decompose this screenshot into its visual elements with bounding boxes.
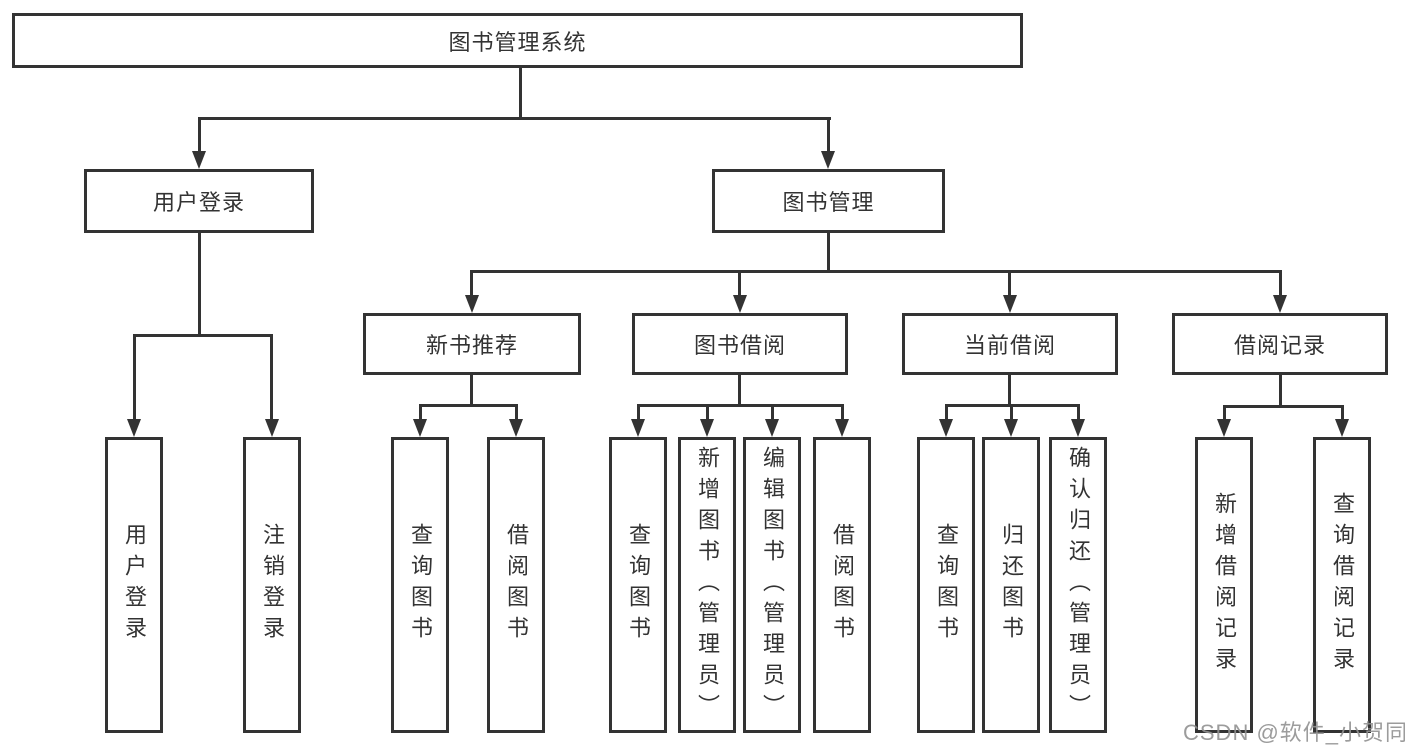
connector-line xyxy=(471,270,1282,273)
connector-line xyxy=(419,404,422,421)
arrow-down-icon xyxy=(765,419,779,437)
arrow-down-icon xyxy=(1217,419,1231,437)
arrow-down-icon xyxy=(1335,419,1349,437)
connector-line xyxy=(133,334,136,421)
arrow-down-icon xyxy=(413,419,427,437)
arrow-down-icon xyxy=(1003,295,1017,313)
node-borrow-books-recommend: 借阅图书 xyxy=(487,437,545,733)
node-label: 借阅记录 xyxy=(1233,333,1326,358)
node-current-borrowing: 当前借阅 xyxy=(902,313,1118,375)
node-new-book-recommend: 新书推荐 xyxy=(363,313,581,375)
node-label: 新书推荐 xyxy=(425,333,518,358)
connector-line xyxy=(637,404,640,421)
node-confirm-return-admin: 确认归还（管理员） xyxy=(1049,437,1107,733)
connector-line xyxy=(827,233,830,271)
node-label: 借阅图书 xyxy=(830,523,855,647)
connector-line xyxy=(841,404,844,421)
node-query-books-borrowing: 查询图书 xyxy=(609,437,667,733)
node-label: 新增图书（管理员） xyxy=(695,445,720,725)
node-borrowing-records: 借阅记录 xyxy=(1172,313,1388,375)
node-label: 查询图书 xyxy=(408,523,433,647)
connector-line xyxy=(133,334,273,337)
arrow-down-icon xyxy=(127,419,141,437)
node-label: 借阅图书 xyxy=(504,523,529,647)
connector-line xyxy=(1077,404,1080,421)
connector-line xyxy=(1279,270,1282,297)
arrow-down-icon xyxy=(1273,295,1287,313)
arrow-down-icon xyxy=(1004,419,1018,437)
arrow-down-icon xyxy=(465,295,479,313)
node-user-login-leaf: 用户登录 xyxy=(105,437,163,733)
connector-line xyxy=(470,375,473,406)
connector-line xyxy=(1223,405,1344,408)
node-label: 确认归还（管理员） xyxy=(1066,445,1091,725)
arrow-down-icon xyxy=(700,419,714,437)
arrow-down-icon xyxy=(631,419,645,437)
connector-line xyxy=(1223,405,1226,421)
arrow-down-icon xyxy=(192,151,206,169)
node-book-management: 图书管理 xyxy=(712,169,945,233)
connector-line xyxy=(1279,375,1282,407)
connector-line xyxy=(738,270,741,297)
connector-line xyxy=(198,117,201,153)
connector-line xyxy=(1008,270,1011,297)
connector-line xyxy=(827,117,830,153)
node-borrow-books: 借阅图书 xyxy=(813,437,871,733)
connector-line xyxy=(1010,404,1013,421)
connector-line xyxy=(738,375,741,406)
node-logout: 注销登录 xyxy=(243,437,301,733)
node-edit-book-admin: 编辑图书（管理员） xyxy=(743,437,801,733)
arrow-down-icon xyxy=(1071,419,1085,437)
connector-line xyxy=(470,270,473,297)
node-user-login: 用户登录 xyxy=(84,169,314,233)
node-label: 查询图书 xyxy=(626,523,651,647)
node-root-library-system: 图书管理系统 xyxy=(12,13,1023,68)
connector-line xyxy=(419,404,518,407)
node-label: 查询借阅记录 xyxy=(1330,492,1355,678)
node-query-books-current: 查询图书 xyxy=(917,437,975,733)
arrow-down-icon xyxy=(835,419,849,437)
connector-line xyxy=(198,233,201,335)
connector-line xyxy=(515,404,518,421)
connector-line xyxy=(945,404,948,421)
node-label: 注销登录 xyxy=(260,523,285,647)
node-label: 用户登录 xyxy=(152,190,245,215)
node-label: 新增借阅记录 xyxy=(1212,492,1237,678)
node-label: 归还图书 xyxy=(999,523,1024,647)
node-label: 编辑图书（管理员） xyxy=(760,445,785,725)
connector-line xyxy=(519,67,522,118)
node-book-borrowing: 图书借阅 xyxy=(632,313,848,375)
arrow-down-icon xyxy=(733,295,747,313)
node-query-books-recommend: 查询图书 xyxy=(391,437,449,733)
connector-line xyxy=(771,404,774,421)
arrow-down-icon xyxy=(939,419,953,437)
connector-line xyxy=(637,404,844,407)
arrow-down-icon xyxy=(265,419,279,437)
connector-line xyxy=(1341,405,1344,421)
node-query-borrow-record: 查询借阅记录 xyxy=(1313,437,1371,733)
node-label: 图书管理系统 xyxy=(448,29,587,55)
node-label: 图书借阅 xyxy=(693,333,786,358)
csdn-watermark: CSDN @软件_小贺同学 xyxy=(1183,720,1405,745)
node-return-books: 归还图书 xyxy=(982,437,1040,733)
connector-line xyxy=(1008,375,1011,406)
node-label: 当前借阅 xyxy=(963,333,1056,358)
node-add-borrow-record: 新增借阅记录 xyxy=(1195,437,1253,733)
arrow-down-icon xyxy=(821,151,835,169)
node-label: 查询图书 xyxy=(934,523,959,647)
arrow-down-icon xyxy=(509,419,523,437)
connector-line xyxy=(198,117,831,120)
connector-line xyxy=(270,334,273,421)
connector-line xyxy=(706,404,709,421)
node-add-book-admin: 新增图书（管理员） xyxy=(678,437,736,733)
node-label: 用户登录 xyxy=(122,523,147,647)
node-label: 图书管理 xyxy=(782,190,875,215)
